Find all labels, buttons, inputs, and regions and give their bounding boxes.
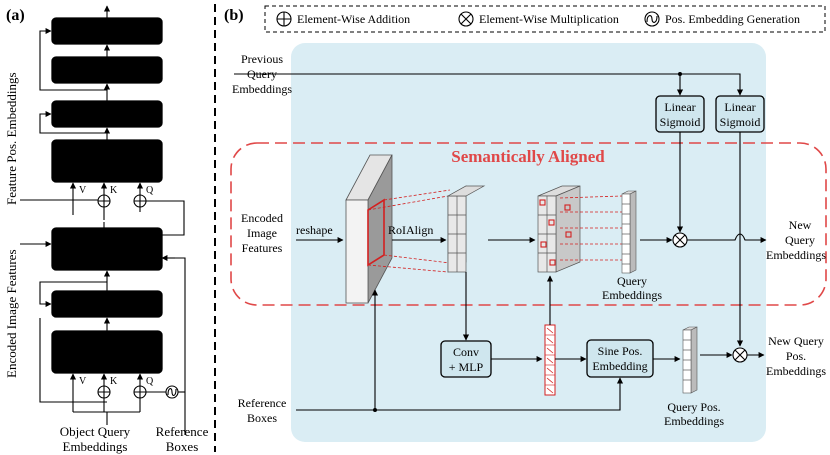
roi-grid [446, 185, 486, 273]
panel-b: (b) Element-Wise Addition Element-Wise M… [224, 5, 827, 442]
new-query-pos-line2: Pos. [786, 349, 806, 363]
panel-b-label: (b) [224, 7, 244, 24]
linear-sigmoid-1: Linear Sigmoid [655, 95, 705, 133]
self-attention-line1: Multi-Head [72, 336, 142, 352]
sine-pos-embedding-block: Sine Pos. Embedding [586, 339, 654, 378]
legend-multiplication-text: Element-Wise Multiplication [479, 12, 619, 26]
mid-add-norm-label: Add & Norm [67, 107, 147, 123]
semantics-aligner-rect [51, 227, 163, 271]
legend-pos-embedding-text: Pos. Embedding Generation [665, 12, 800, 26]
linear-sigmoid-2-line1: Linear [724, 100, 755, 114]
linear-sigmoid-2-line2: Sigmoid [720, 115, 761, 129]
encoded-image-features-label: Encoded Image Features [4, 249, 19, 378]
conv-mlp-block: Conv + MLP [440, 340, 492, 378]
mid-add-norm-block: Add & Norm [51, 100, 163, 128]
linear-sigmoid-2: Linear Sigmoid [715, 95, 765, 133]
panel-a-label: (a) [6, 7, 25, 24]
reference-boxes-a-line2: Boxes [166, 439, 199, 454]
cross-attention-block: Multi-Head Cross-Attention [51, 139, 163, 183]
reference-boxes-a-line1: Reference [156, 424, 209, 439]
self-attention-block: Multi-Head Self-Attention [51, 330, 163, 374]
bottom-add-norm-block: Add & Norm [51, 290, 163, 318]
object-query-line2: Embeddings [63, 439, 128, 454]
ffn-label: FFN [93, 63, 121, 79]
new-query-line2: Query [785, 233, 815, 247]
feature-pos-embeddings-label: Feature Pos. Embeddings [4, 72, 19, 205]
encoded-features-line1: Encoded [241, 211, 283, 225]
semantics-aligner-line1: Semantics [76, 233, 138, 249]
previous-query-line3: Embeddings [232, 82, 292, 96]
object-query-line1: Object Query [60, 424, 131, 439]
new-query-line3: Embeddings [766, 248, 826, 262]
linear-sigmoid-1-line1: Linear [664, 100, 695, 114]
conv-mlp-line2: + MLP [449, 360, 484, 374]
query-embeddings-column [621, 190, 637, 274]
self-v-label: V [79, 376, 87, 387]
cross-k-label: K [110, 185, 118, 196]
previous-query-line1: Previous [241, 52, 283, 66]
query-embeddings-line2: Embeddings [602, 288, 662, 302]
semantics-aligner-line2: Aligner [84, 251, 130, 267]
legend: Element-Wise Addition Element-Wise Multi… [264, 5, 826, 33]
sine-pos-line2: Embedding [592, 359, 647, 373]
reference-boxes-b-line2: Boxes [247, 411, 277, 425]
self-q-label: Q [146, 376, 154, 387]
new-query-pos-line1: New Query [768, 334, 824, 348]
query-embeddings-line1: Query [617, 274, 647, 288]
cross-v-label: V [79, 185, 87, 196]
panel-a: (a) Add & Norm FFN Add & Norm Multi-Head… [4, 5, 209, 454]
roialign-label: RoIAlign [388, 223, 433, 237]
encoded-features-line2: Image [247, 226, 277, 240]
semantically-aligned-title: Semantically Aligned [451, 147, 605, 166]
cross-attention-line1: Multi-Head [72, 145, 142, 161]
semantically-aligned-region [230, 142, 827, 306]
legend-box [264, 5, 826, 33]
reshape-label: reshape [296, 223, 333, 237]
sine-pos-line1: Sine Pos. [598, 344, 643, 358]
bottom-add-norm-label: Add & Norm [67, 297, 147, 313]
reference-points-column [544, 324, 556, 396]
legend-addition-text: Element-Wise Addition [297, 12, 410, 26]
top-add-norm-block: Add & Norm [51, 17, 163, 45]
linear-sigmoid-1-line2: Sigmoid [660, 115, 701, 129]
self-k-label: K [110, 376, 118, 387]
new-query-pos-line3: Embeddings [766, 364, 826, 378]
top-add-norm-label: Add & Norm [67, 24, 147, 40]
new-query-line1: New [789, 218, 812, 232]
reference-boxes-b-line1: Reference [238, 396, 287, 410]
self-attention-line2: Self-Attention [64, 354, 150, 370]
query-pos-embeddings-line1: Query Pos. [667, 400, 720, 414]
feature-map-slab [345, 154, 393, 304]
cross-attention-line2: Cross-Attention [59, 163, 155, 179]
ffn-block: FFN [51, 56, 163, 84]
query-pos-embeddings-column [682, 326, 698, 394]
conv-mlp-line1: Conv [453, 345, 479, 359]
query-pos-embeddings-line2: Embeddings [664, 414, 724, 428]
semantics-aligner-block: Semantics Aligner [51, 227, 163, 271]
encoded-features-line3: Features [242, 241, 283, 255]
cross-q-label: Q [146, 185, 154, 196]
sampled-grid [537, 185, 581, 273]
